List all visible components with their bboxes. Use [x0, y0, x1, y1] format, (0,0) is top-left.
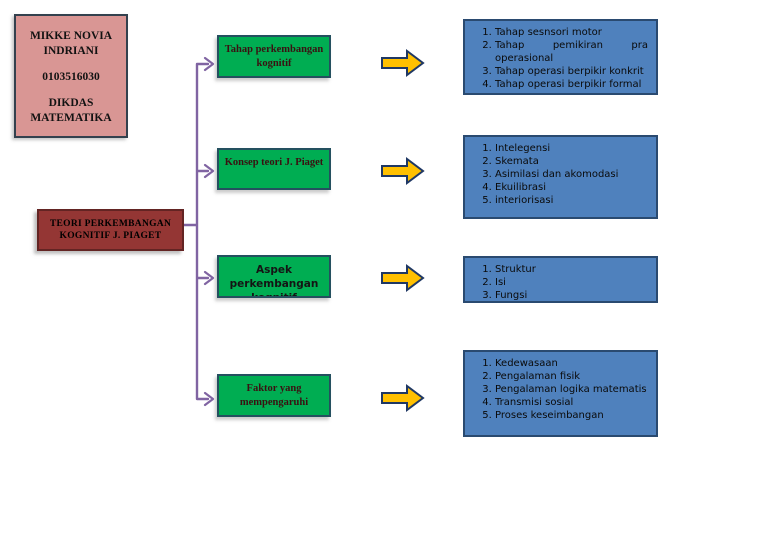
list-item: Ekuilibrasi: [495, 181, 648, 194]
author-name: MIKKE NOVIA INDRIANI: [29, 30, 113, 57]
right-arrow-icon: [381, 49, 425, 77]
branch-label: Konsep teori J. Piaget: [224, 157, 324, 168]
right-arrow-icon: [381, 384, 425, 412]
detail-box-aspek-perkembangan: Struktur Isi Fungsi: [463, 256, 658, 303]
branch-box-konsep-teori: Konsep teori J. Piaget: [217, 148, 331, 190]
list-item: interiorisasi: [495, 194, 648, 207]
list-item: Pengalaman logika matematis: [495, 383, 648, 396]
list-item: Intelegensi: [495, 142, 648, 155]
detail-list: Struktur Isi Fungsi: [465, 258, 656, 301]
list-item: Asimilasi dan akomodasi: [495, 168, 648, 181]
list-item: Skemata: [495, 155, 648, 168]
right-arrow-icon: [381, 264, 425, 292]
detail-box-faktor: Kedewasaan Pengalaman fisik Pengalaman l…: [463, 350, 658, 437]
branch-label: Aspek perkembangan kognitif: [229, 264, 319, 298]
branch-box-tahap-perkembangan: Tahap perkembangan kognitif: [217, 35, 331, 78]
list-item: Tahap pemikiran pra operasional: [495, 39, 648, 65]
detail-list: Tahap sesnsori motor Tahap pemikiran pra…: [465, 21, 656, 91]
detail-box-konsep-teori: Intelegensi Skemata Asimilasi dan akomod…: [463, 135, 658, 219]
list-item: Struktur: [495, 263, 648, 276]
list-item: Tahap operasi berpikir formal: [495, 78, 648, 91]
list-item: Kedewasaan: [495, 357, 648, 370]
chevron-right-icon: [203, 56, 215, 407]
list-item: Tahap operasi berpikir konkrit: [495, 65, 648, 78]
author-program: DIKDAS MATEMATIKA: [30, 97, 112, 124]
root-topic-label: TEORI PERKEMBANGAN KOGNITIF J. PIAGET: [49, 219, 172, 241]
branch-label: Tahap perkembangan kognitif: [224, 44, 324, 69]
right-arrow-icon: [381, 157, 425, 185]
branch-box-faktor: Faktor yang mempengaruhi: [217, 374, 331, 417]
list-item: Pengalaman fisik: [495, 370, 648, 383]
list-item: Fungsi: [495, 289, 648, 301]
author-card: MIKKE NOVIA INDRIANI 0103516030 DIKDAS M…: [14, 14, 128, 138]
list-item: Isi: [495, 276, 648, 289]
detail-list: Intelegensi Skemata Asimilasi dan akomod…: [465, 137, 656, 207]
branch-label: Faktor yang mempengaruhi: [239, 383, 309, 408]
detail-list: Kedewasaan Pengalaman fisik Pengalaman l…: [465, 352, 656, 422]
branch-box-aspek-perkembangan: Aspek perkembangan kognitif: [217, 255, 331, 298]
detail-box-tahap-perkembangan: Tahap sesnsori motor Tahap pemikiran pra…: [463, 19, 658, 95]
connector-lines: [182, 62, 210, 401]
author-student-id: 0103516030: [42, 71, 100, 83]
root-topic-box: TEORI PERKEMBANGAN KOGNITIF J. PIAGET: [37, 209, 184, 251]
list-item: Transmisi sosial: [495, 396, 648, 409]
list-item: Tahap sesnsori motor: [495, 26, 648, 39]
list-item: Proses keseimbangan: [495, 409, 648, 422]
